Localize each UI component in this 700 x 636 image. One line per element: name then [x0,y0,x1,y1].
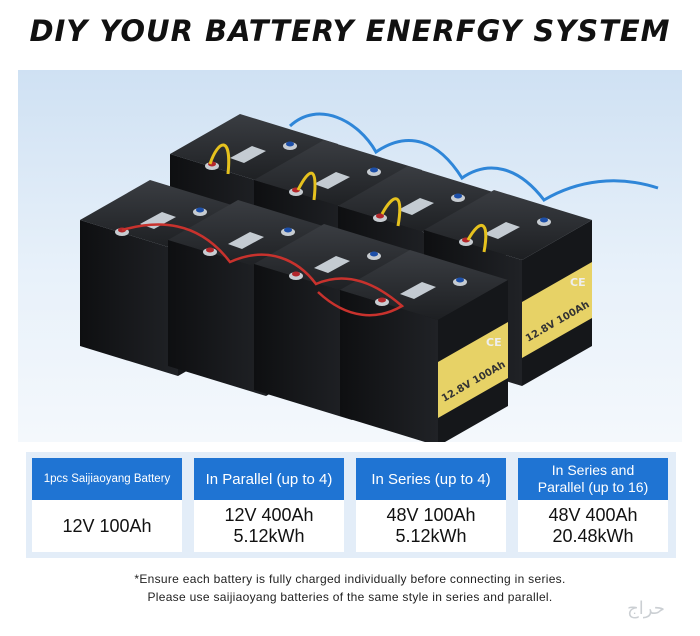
config-values: 12V 400Ah 5.12kWh [194,500,344,552]
battery-unit: 12.8V 100Ah CE [424,190,592,386]
footnote-same-style: Please use saijiaoyang batteries of the … [147,590,553,604]
config-series-parallel: In Series and Parallel (up to 16) 48V 40… [518,458,668,552]
config-series: In Series (up to 4) 48V 100Ah 5.12kWh [356,458,506,552]
config-value-energy: 20.48kWh [552,526,634,546]
config-heading: In Parallel (up to 4) [194,458,344,500]
watermark-logo: حراج [627,598,665,619]
ce-mark: CE [486,336,502,349]
red-cable [121,223,405,317]
config-values: 48V 100Ah 5.12kWh [356,500,506,552]
blue-cable [288,112,659,202]
config-heading: In Series and Parallel (up to 16) [518,458,668,500]
configuration-table: 1pcs Saijiaoyang Battery 12V 100Ah In Pa… [26,452,676,558]
config-values: 12V 100Ah [32,500,182,552]
config-value-primary: 12V 100Ah [62,515,152,536]
page-title: DIY YOUR BATTERY ENERFGY SYSTEM [29,14,671,48]
battery-array-illustration: 12.8V 100Ah CE 12.8V 100Ah CE [80,112,659,442]
yellow-cable [466,223,488,253]
battery-unit: 12.8V 100Ah CE [340,250,508,442]
config-value-energy: 5.12kWh [395,526,467,546]
config-value-primary: 48V 400Ah [548,505,638,525]
yellow-cable [380,197,402,227]
yellow-cable [208,143,231,175]
config-values: 48V 400Ah 20.48kWh [518,500,668,552]
config-value-energy: 5.12kWh [233,526,305,546]
svg-text:حراج: حراج [627,598,665,619]
config-heading-text: In Series and [551,462,635,478]
config-heading: 1pcs Saijiaoyang Battery [32,458,182,500]
config-value-primary: 48V 100Ah [386,505,476,525]
config-heading-text: In Series (up to 4) [371,470,491,488]
config-heading-text: In Parallel (up to 4) [205,470,333,488]
config-heading-text: Parallel (up to 16) [537,479,649,495]
config-value-primary: 12V 400Ah [224,505,314,525]
config-single: 1pcs Saijiaoyang Battery 12V 100Ah [32,458,182,552]
battery-product-image: 12.8V 100Ah CE 12.8V 100Ah CE [18,70,682,442]
ce-mark: CE [570,276,586,289]
yellow-cable [296,171,317,201]
footnote-charge: *Ensure each battery is fully charged in… [134,572,566,586]
config-heading-text: 1pcs Saijiaoyang Battery [43,472,171,485]
config-heading: In Series (up to 4) [356,458,506,500]
config-parallel: In Parallel (up to 4) 12V 400Ah 5.12kWh [194,458,344,552]
haraj-watermark: حراج [616,594,676,624]
